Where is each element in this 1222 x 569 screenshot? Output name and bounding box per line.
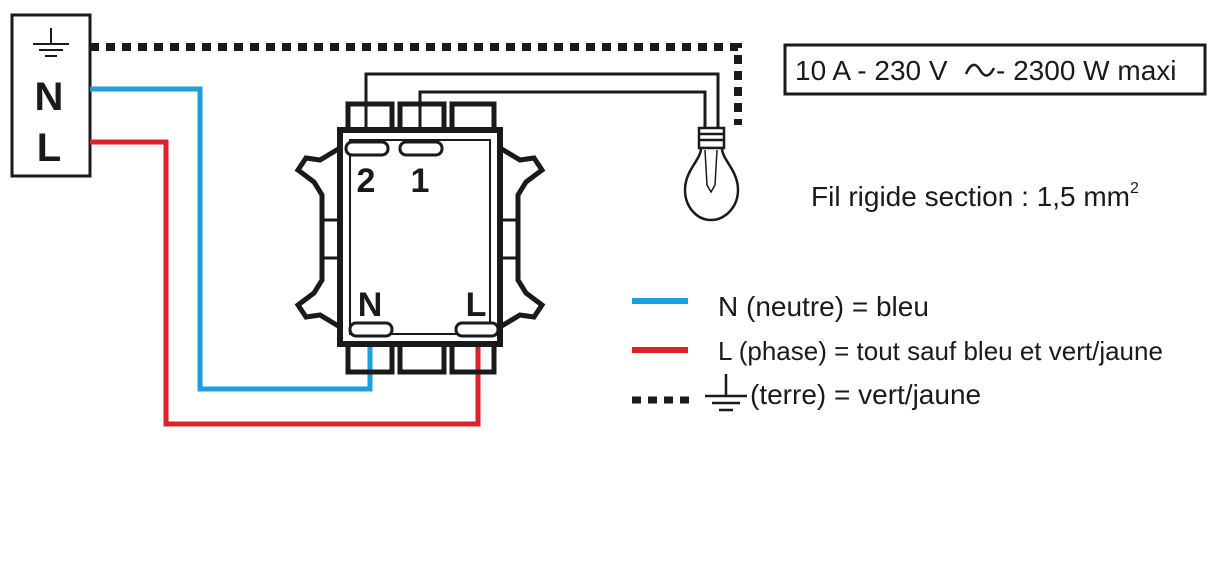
legend: N (neutre) = bleu L (phase) = tout sauf … [632,291,1163,412]
switch-terminal-1-label: 1 [411,162,430,200]
lamp-wire-terminal-1 [418,90,707,145]
light-bulb-icon [683,126,740,222]
wire-section-superscript: 2 [1130,180,1139,197]
switch-terminal-n-label: N [358,286,383,324]
supply-neutral-label: N [35,75,64,119]
supply-box: N L [10,13,92,178]
wire-section-text: Fil rigide section : 1,5 mm2 [811,180,1139,212]
rating-prefix: 10 A - 230 V [795,55,948,86]
switch-terminal-l-label: L [466,286,487,324]
legend-earth-label: (terre) = vert/jaune [750,379,981,410]
earth-wire [90,43,742,125]
earth-ground-icon [33,28,69,57]
earth-symbol-icon [705,374,747,412]
switch-mechanism [294,101,546,375]
rating-box: 10 A - 230 V - 2300 W maxi [783,43,1207,96]
wire-section-main: Fil rigide section : 1,5 mm [811,181,1130,212]
phase-wire [90,139,481,427]
legend-phase-label: L (phase) = tout sauf bleu et vert/jaune [718,336,1163,366]
rating-suffix: - 2300 W maxi [996,55,1177,86]
lamp-wire-terminal-2 [364,72,720,145]
legend-neutral-label: N (neutre) = bleu [718,291,929,322]
neutral-wire [90,86,373,392]
switch-terminal-2-label: 2 [357,162,376,200]
ac-sine-icon [964,63,996,77]
supply-phase-label: L [37,126,61,170]
